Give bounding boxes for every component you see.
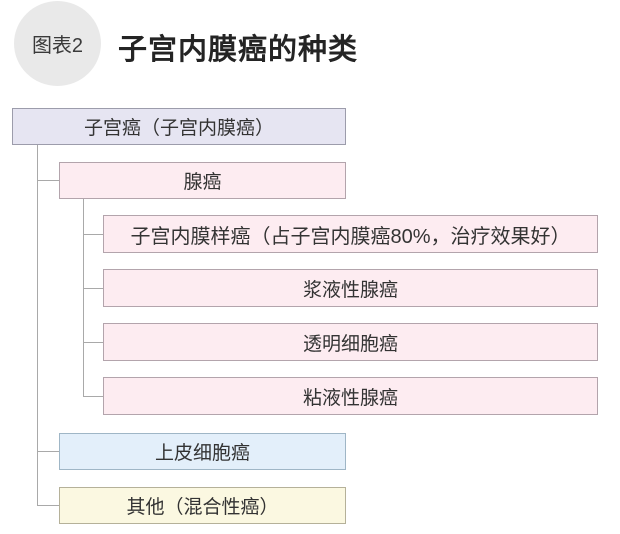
node-epithelial-cell-carcinoma: 上皮细胞癌 xyxy=(59,433,346,470)
connector-trunk-main xyxy=(37,145,38,506)
node-other-mixed-carcinoma: 其他（混合性癌） xyxy=(59,487,346,524)
connector-branch-epithelial xyxy=(37,451,59,452)
page-title: 子宫内膜癌的种类 xyxy=(118,34,359,66)
connector-branch-other xyxy=(37,505,59,506)
node-endometrioid-carcinoma: 子宫内膜样癌（占子宫内膜癌80%，治疗效果好） xyxy=(103,215,598,253)
figure-number-label: 图表2 xyxy=(31,35,84,57)
connector-branch-clear-cell xyxy=(83,342,103,343)
connector-branch-endometrioid xyxy=(83,234,103,235)
node-adenocarcinoma: 腺癌 xyxy=(59,162,346,199)
node-uterine-cancer: 子宫癌（子宫内膜癌） xyxy=(12,108,346,145)
connector-branch-serous xyxy=(83,288,103,289)
connector-branch-adenocarcinoma xyxy=(37,180,59,181)
node-serous-adenocarcinoma: 浆液性腺癌 xyxy=(103,269,598,307)
connector-trunk-adenocarcinoma xyxy=(83,199,84,397)
node-mucinous-adenocarcinoma: 粘液性腺癌 xyxy=(103,377,598,415)
connector-branch-mucinous xyxy=(83,396,103,397)
figure-number-badge: 图表2 xyxy=(14,1,101,86)
node-clear-cell-carcinoma: 透明细胞癌 xyxy=(103,323,598,361)
